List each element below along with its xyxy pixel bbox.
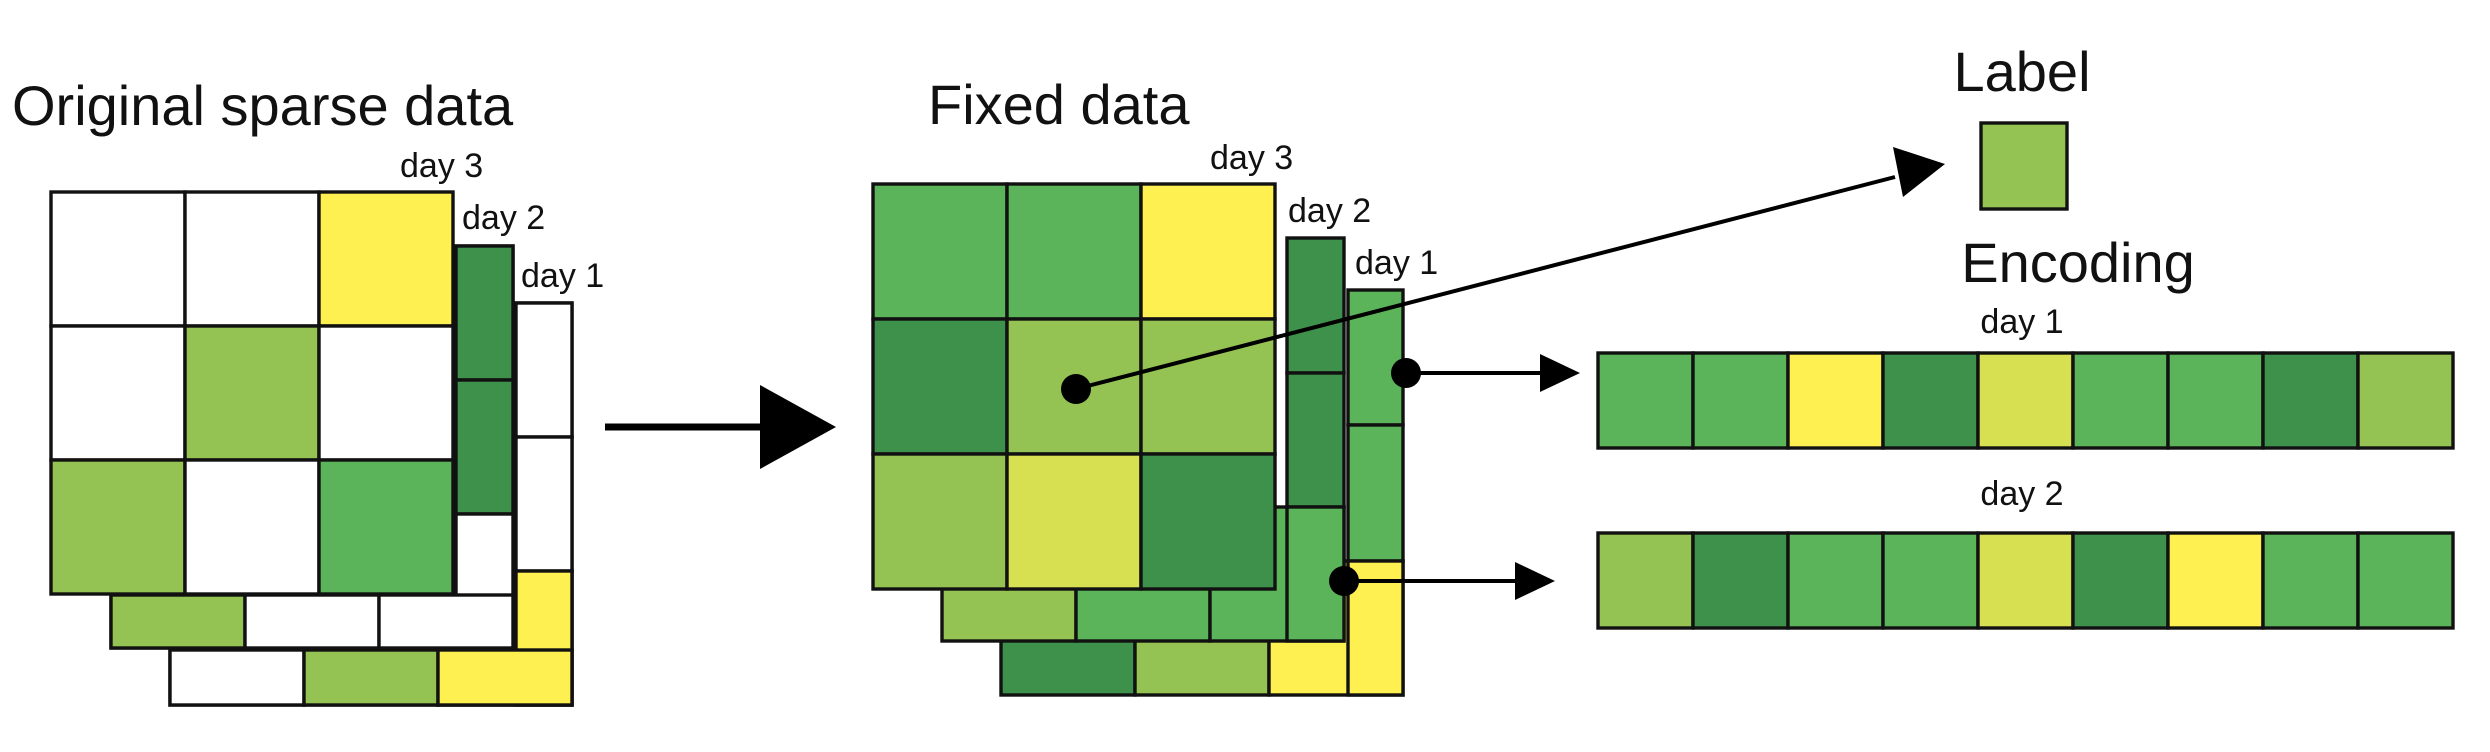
fixed-day3-cell bbox=[871, 452, 1009, 591]
encoding-group: Encoding day 1 day 2 bbox=[1596, 231, 2455, 630]
encoding-day1-source-dot bbox=[1391, 358, 1421, 388]
fixed-title: Fixed data bbox=[928, 73, 1190, 136]
encoding-day1-label: day 1 bbox=[1980, 303, 2063, 341]
original-day3-cell bbox=[49, 324, 187, 462]
label-square bbox=[1979, 121, 2069, 211]
label-source-dot bbox=[1061, 374, 1091, 404]
fixed-day3-cell bbox=[871, 317, 1009, 456]
fixed-day3-cell bbox=[1139, 452, 1277, 591]
fixed-day3-cell bbox=[1139, 317, 1277, 456]
original-day1-cell bbox=[302, 648, 440, 707]
encoding-day2-label: day 2 bbox=[1980, 475, 2063, 513]
encoding-day2-cell bbox=[1691, 531, 1790, 630]
original-day3-cell bbox=[317, 324, 455, 462]
original-day1-cell bbox=[436, 648, 574, 707]
encoding-day1-cell bbox=[2261, 351, 2360, 450]
encoding-day1-cell bbox=[2166, 351, 2265, 450]
encoding-day2-cell bbox=[1976, 531, 2075, 630]
encoding-day2-cell bbox=[2356, 531, 2455, 630]
fixed-day2-cell bbox=[1285, 236, 1346, 375]
connectors bbox=[1061, 147, 1945, 600]
original-day3-cell bbox=[49, 458, 187, 596]
encoding-day1-cell bbox=[1786, 351, 1885, 450]
encoding-title: Encoding bbox=[1961, 231, 2195, 294]
fixed-day3-cell bbox=[871, 182, 1009, 321]
fixed-day2-cell bbox=[1285, 371, 1346, 509]
original-day3-layer bbox=[49, 190, 455, 596]
original-day1-cell bbox=[168, 648, 306, 707]
original-day2-cell bbox=[109, 593, 247, 650]
original-day1-cell bbox=[514, 435, 574, 573]
encoding-day1-cell bbox=[1691, 351, 1790, 450]
original-day3-label: day 3 bbox=[400, 147, 483, 185]
fixed-data-group: Fixed data day 3 day 2 day 1 bbox=[871, 73, 1438, 697]
encoding-day1-cell bbox=[2356, 351, 2455, 450]
original-sparse-data-group: Original sparse data day 3 day 2 day 1 bbox=[12, 74, 604, 707]
original-day2-label: day 2 bbox=[462, 199, 545, 237]
original-day2-cell bbox=[454, 378, 515, 516]
encoding-day1-arrow-head bbox=[1540, 354, 1580, 392]
encoding-day2-cell bbox=[1881, 531, 1980, 630]
fixed-day1-cell bbox=[1346, 423, 1405, 563]
original-day3-cell bbox=[183, 190, 321, 328]
fixed-day3-cell bbox=[1005, 452, 1143, 591]
original-day2-cell bbox=[454, 244, 515, 382]
original-title: Original sparse data bbox=[12, 74, 514, 137]
original-day2-cell bbox=[377, 593, 515, 650]
transform-arrow-head bbox=[760, 385, 836, 469]
fixed-day3-layer bbox=[871, 182, 1277, 591]
fixed-day2-label: day 2 bbox=[1288, 192, 1371, 230]
encoding-day2-arrow-head bbox=[1515, 562, 1555, 600]
fixed-day3-label: day 3 bbox=[1210, 139, 1293, 177]
encoding-day2-source-dot bbox=[1329, 566, 1359, 596]
encoding-day2-cell bbox=[2071, 531, 2170, 630]
encoding-day1-cell bbox=[1596, 351, 1695, 450]
label-arrow-line bbox=[1075, 175, 1896, 391]
label-arrow-head bbox=[1893, 147, 1945, 197]
original-day3-cell bbox=[317, 190, 455, 328]
encoding-day2-cell bbox=[1786, 531, 1885, 630]
original-day1-cell bbox=[514, 301, 574, 439]
original-day3-cell bbox=[49, 190, 187, 328]
fixed-day1-label: day 1 bbox=[1355, 244, 1438, 282]
original-day1-label: day 1 bbox=[521, 257, 604, 295]
encoding-day1-cell bbox=[1976, 351, 2075, 450]
label-group: Label bbox=[1953, 40, 2091, 211]
encoding-day2-strip bbox=[1596, 531, 2455, 630]
encoding-day2-cell bbox=[2166, 531, 2265, 630]
encoding-day2-cell bbox=[2261, 531, 2360, 630]
transform-arrow bbox=[605, 385, 836, 469]
encoding-day1-cell bbox=[1881, 351, 1980, 450]
label-title: Label bbox=[1953, 40, 2090, 103]
original-day3-cell bbox=[183, 324, 321, 462]
encoding-day2-cell bbox=[1596, 531, 1695, 630]
original-day3-cell bbox=[183, 458, 321, 596]
encoding-day1-strip bbox=[1596, 351, 2455, 450]
original-day3-cell bbox=[317, 458, 455, 596]
original-day2-cell bbox=[243, 593, 381, 650]
encoding-day1-cell bbox=[2071, 351, 2170, 450]
fixed-day3-cell bbox=[1005, 182, 1143, 321]
fixed-day3-cell bbox=[1139, 182, 1277, 321]
